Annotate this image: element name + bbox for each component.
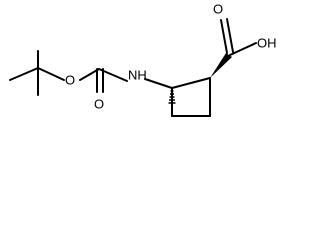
ring-bond-c2-c1 bbox=[171, 77, 211, 89]
atom-o-acid: O bbox=[213, 1, 223, 16]
bond-acid-to-oh bbox=[229, 42, 257, 56]
bond-tbu-to-o bbox=[37, 67, 65, 81]
bond-tbu-left bbox=[9, 67, 39, 81]
atom-o-carbonyl: O bbox=[94, 96, 104, 111]
bond-nh-to-ring bbox=[144, 78, 173, 89]
solid-wedge-bond bbox=[210, 53, 232, 78]
bond-carbonyl-to-nh bbox=[98, 68, 128, 82]
atom-nh: NH bbox=[128, 67, 147, 82]
bond-acid-double-a bbox=[220, 19, 228, 54]
atom-oh: OH bbox=[257, 35, 277, 50]
bond-o-to-carbonyl bbox=[79, 68, 100, 81]
bond-acid-double-b bbox=[226, 18, 234, 53]
chemical-structure: O O NH O OH bbox=[9, 1, 277, 117]
atom-o-ester: O bbox=[65, 72, 75, 87]
